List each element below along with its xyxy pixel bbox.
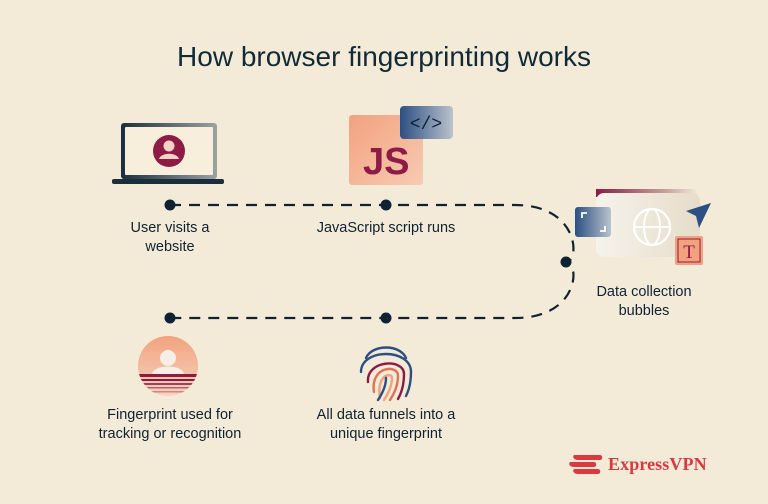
- step-label-data-collection: Data collection bubbles: [574, 283, 714, 321]
- javascript-icon: JS </>: [349, 106, 453, 185]
- js-label: JS: [363, 141, 409, 183]
- brand-name: ExpressVPN: [608, 454, 707, 474]
- fingerprint-icon: [359, 346, 413, 402]
- label-line: JavaScript script runs: [316, 220, 456, 236]
- profile-tracking-icon: [138, 336, 198, 396]
- label-line: Fingerprint used for: [107, 407, 233, 423]
- expressvpn-brand: ExpressVPN: [568, 451, 718, 477]
- text-glyph: T: [683, 242, 695, 263]
- step-dot-user-visits: [164, 199, 176, 211]
- step-dot-data-collection: [560, 256, 572, 268]
- step-label-funnel: All data funnels into a unique fingerpri…: [296, 406, 476, 444]
- label-line: unique fingerprint: [329, 426, 443, 442]
- label-line: tracking or recognition: [98, 426, 242, 442]
- code-badge: </>: [410, 115, 442, 135]
- step-label-user-visits: User visits a website: [95, 219, 245, 257]
- label-line: website: [145, 239, 195, 255]
- step-dot-funnel: [380, 312, 392, 324]
- data-collection-icon: T: [575, 189, 711, 265]
- step-dot-fingerprint-used: [164, 312, 176, 324]
- page-title: How browser fingerprinting works: [177, 41, 591, 72]
- label-line: All data funnels into a: [316, 407, 456, 423]
- laptop-user-icon: [112, 123, 224, 184]
- label-line: Data collection: [596, 284, 692, 300]
- step-dot-javascript: [380, 199, 392, 211]
- label-line: User visits a: [130, 220, 210, 236]
- step-label-fingerprint-used: Fingerprint used for tracking or recogni…: [80, 406, 260, 444]
- step-label-javascript: JavaScript script runs: [296, 219, 476, 238]
- expressvpn-logo-icon: [569, 455, 603, 474]
- label-line: bubbles: [618, 303, 670, 319]
